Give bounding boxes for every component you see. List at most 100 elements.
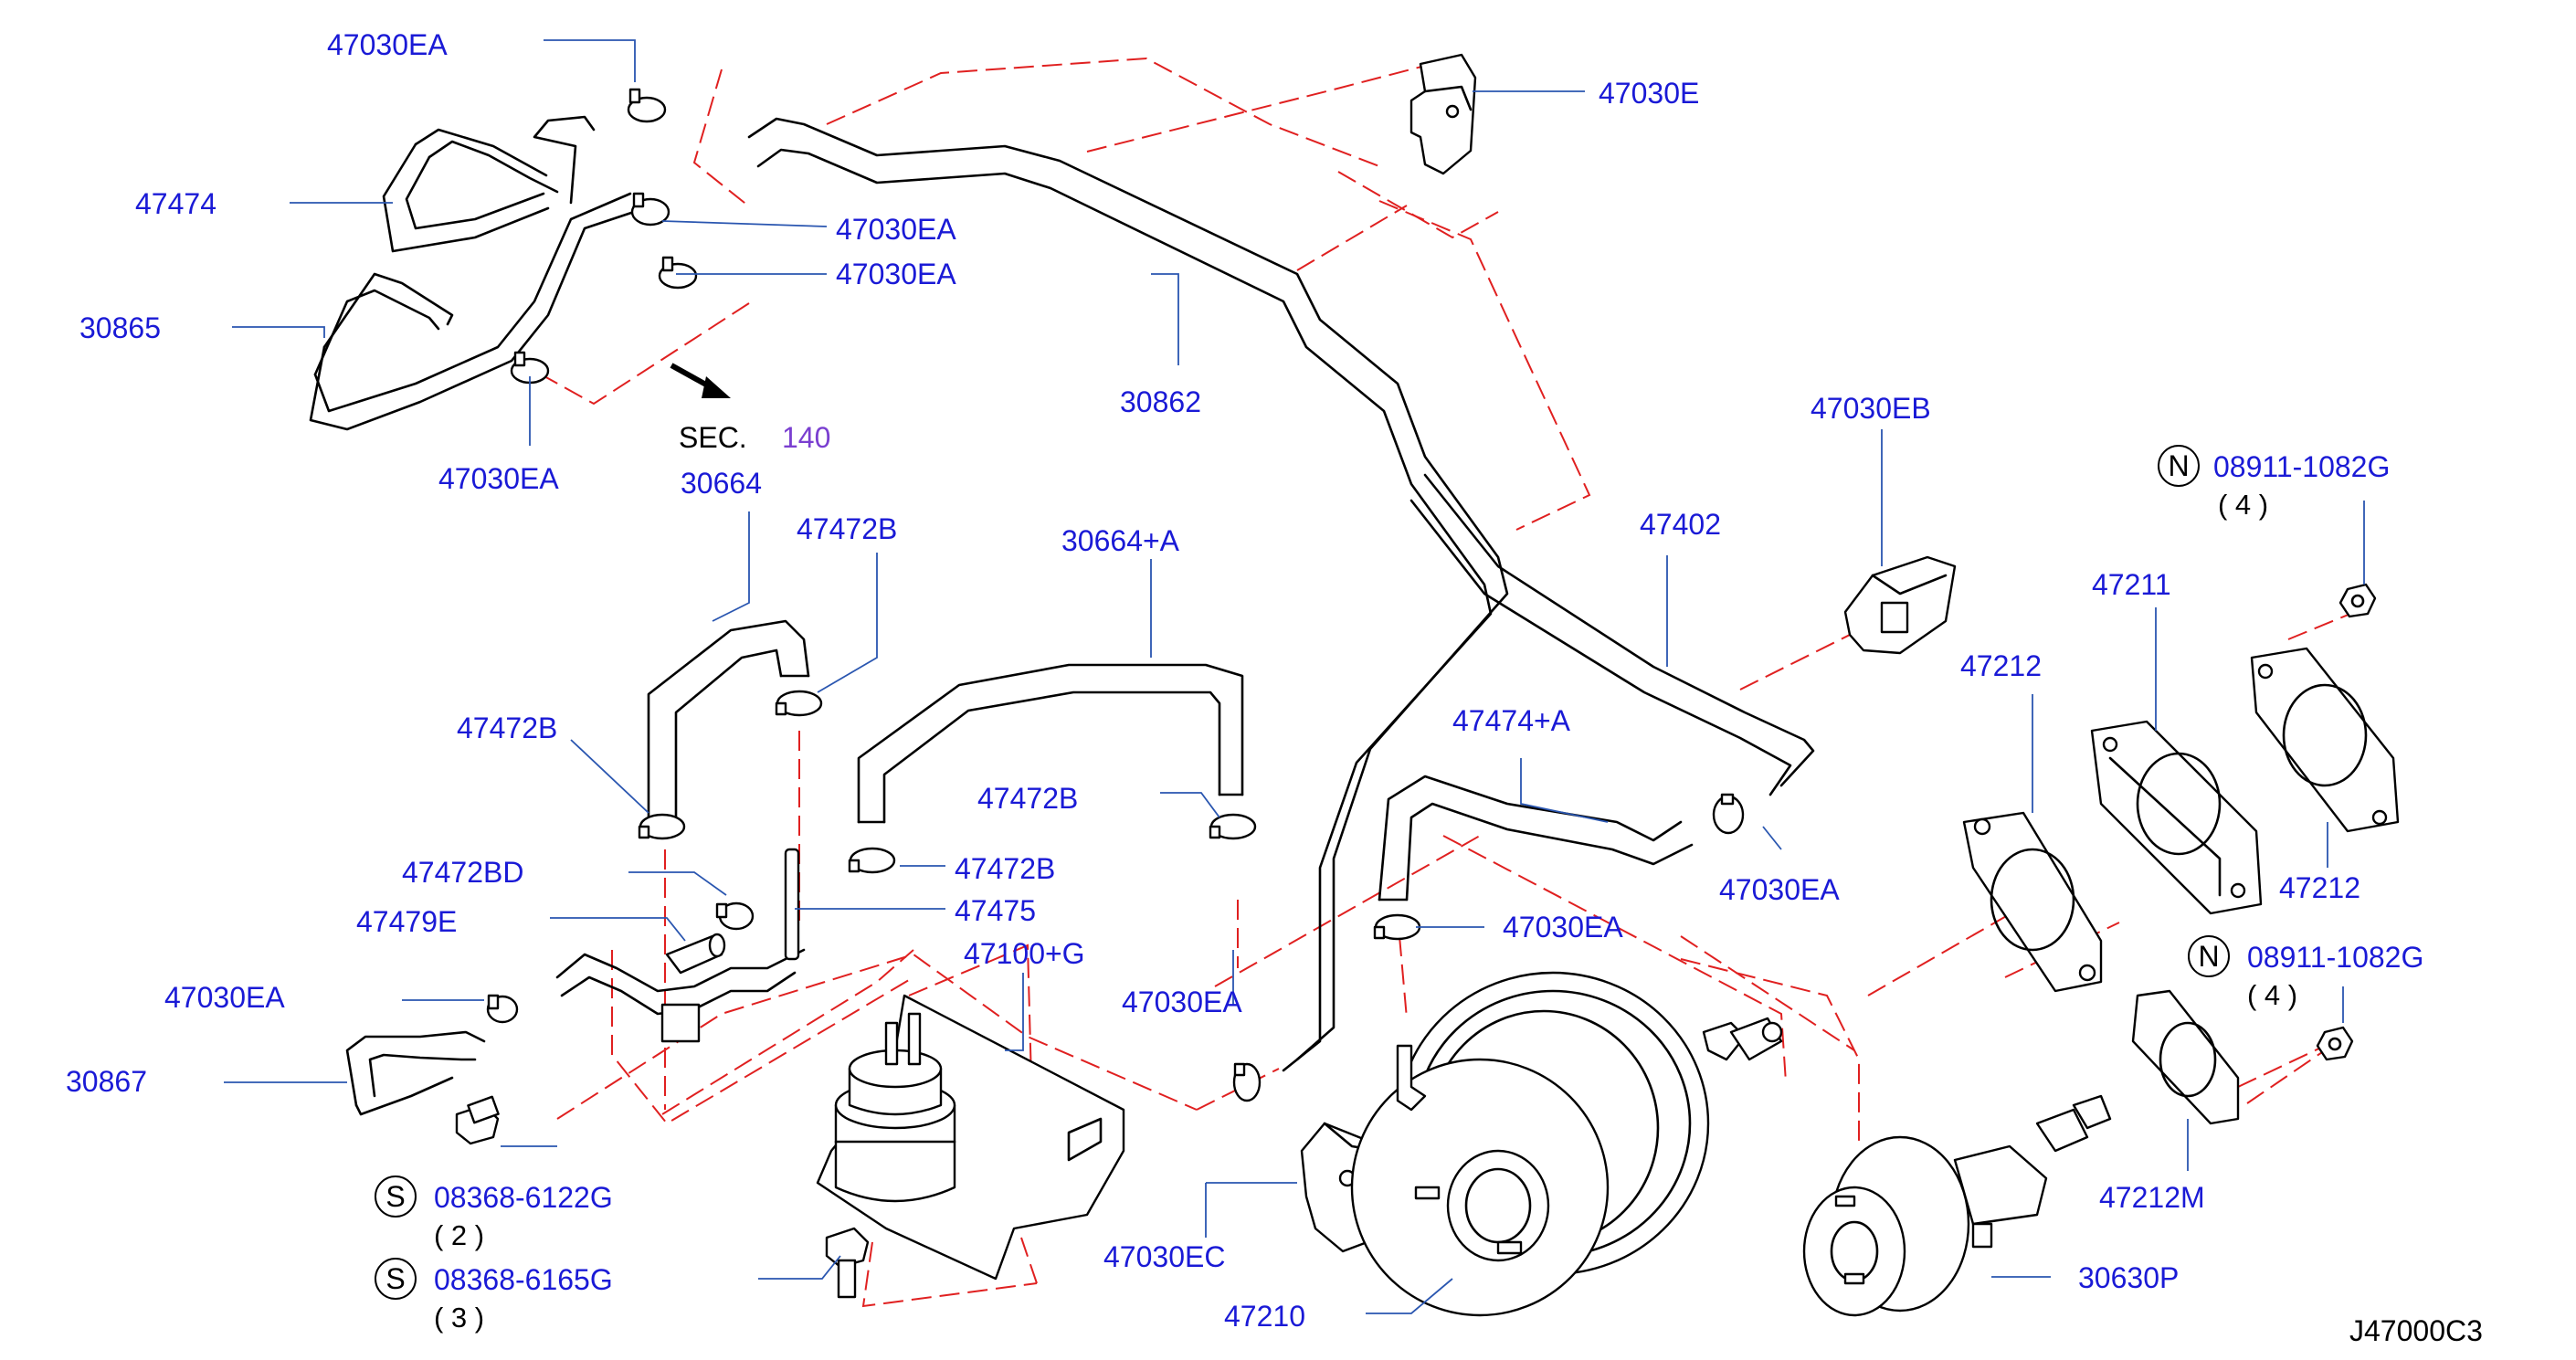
clamp-mid-2 bbox=[638, 813, 686, 840]
clamp-mid-6 bbox=[486, 994, 519, 1024]
clamp-mid-5 bbox=[715, 901, 755, 931]
clamp-mid-9 bbox=[1232, 1062, 1262, 1102]
clamp-top-3 bbox=[658, 256, 698, 290]
tube-47479e bbox=[665, 933, 726, 975]
nut-upper bbox=[2338, 583, 2377, 618]
fastener-part: 08911-1082G bbox=[2213, 450, 2390, 483]
label-30867: 30867 bbox=[66, 1065, 147, 1098]
label-47030ea-upper-1: 47030EA bbox=[836, 213, 956, 246]
bracket-47030eb bbox=[1843, 555, 1957, 655]
label-47475: 47475 bbox=[955, 894, 1036, 927]
fastener-part: 08911-1082G bbox=[2247, 941, 2423, 974]
section-prefix: SEC. bbox=[679, 421, 747, 454]
clamp-mid-4 bbox=[1209, 813, 1257, 840]
nut-lower bbox=[2316, 1026, 2354, 1061]
label-30664-a: 30664+A bbox=[1061, 524, 1180, 557]
label-47474-a: 47474+A bbox=[1452, 704, 1571, 737]
label-47472b-3: 47472B bbox=[977, 782, 1078, 815]
dashed-reference-lines bbox=[511, 57, 2367, 1308]
gasket-47212-right bbox=[2250, 647, 2400, 833]
main-vacuum-pipe bbox=[747, 117, 1509, 1072]
bracket-47030e bbox=[1409, 53, 1477, 175]
fastener-part: 08368-6165G bbox=[434, 1263, 613, 1296]
label-47212m: 47212M bbox=[2099, 1181, 2205, 1214]
fastener-s-2: S 08368-6165G ( 3 ) bbox=[375, 1258, 613, 1334]
s-circle-icon bbox=[375, 1176, 417, 1218]
label-47030ea-booster: 47030EA bbox=[1503, 911, 1623, 944]
leader-lines bbox=[224, 39, 2365, 1314]
part-labels: 47030EA 47474 30865 47030EA 47030EA 4703… bbox=[66, 28, 2360, 1333]
pipes-and-hoses bbox=[309, 115, 1815, 1116]
clamp-mid-1 bbox=[775, 690, 823, 717]
fastener-qty: ( 4 ) bbox=[2247, 979, 2297, 1011]
label-47030e: 47030E bbox=[1599, 77, 1699, 110]
label-47030ea-upper-2: 47030EA bbox=[836, 258, 956, 290]
fastener-symbol: N bbox=[2168, 449, 2189, 482]
label-47030ea-top: 47030EA bbox=[327, 28, 448, 61]
label-47474: 47474 bbox=[135, 187, 216, 220]
label-47402: 47402 bbox=[1640, 508, 1721, 541]
clamp-mid-7 bbox=[1373, 913, 1421, 941]
label-47479e: 47479E bbox=[356, 905, 457, 938]
fastener-symbol: S bbox=[385, 1262, 405, 1295]
pipe-47475 bbox=[555, 848, 806, 1043]
label-47030ea-right: 47030EA bbox=[1719, 873, 1840, 906]
hose-30664 bbox=[647, 619, 810, 824]
brake-booster-47210 bbox=[1350, 971, 1783, 1317]
label-30664: 30664 bbox=[681, 467, 762, 500]
gasket-47212m bbox=[2131, 989, 2240, 1125]
fastener-qty: ( 2 ) bbox=[434, 1219, 484, 1251]
fastener-n-2: N 08911-1082G ( 4 ) bbox=[2188, 935, 2423, 1011]
pipe-47402 bbox=[1409, 473, 1815, 796]
label-47210: 47210 bbox=[1224, 1300, 1305, 1333]
diagram-code: J47000C3 bbox=[2349, 1314, 2483, 1347]
hose-30664-a bbox=[857, 663, 1244, 824]
label-47030ec: 47030EC bbox=[1103, 1240, 1225, 1273]
gasket-47212-left bbox=[1962, 811, 2103, 993]
s-circle-icon bbox=[375, 1258, 417, 1300]
label-47472b-4: 47472B bbox=[955, 852, 1055, 885]
hose-47474 bbox=[382, 115, 596, 253]
section-reference: SEC. 140 bbox=[679, 421, 830, 454]
fastener-qty: ( 3 ) bbox=[434, 1302, 484, 1334]
canister-assembly bbox=[816, 994, 1125, 1281]
section-number: 140 bbox=[782, 421, 830, 454]
brake-booster-30630p bbox=[1802, 1094, 2112, 1317]
clamp-top-2 bbox=[630, 192, 670, 227]
label-47472b-1: 47472B bbox=[797, 512, 897, 545]
fastener-symbol: N bbox=[2198, 940, 2219, 973]
clamps bbox=[486, 88, 1745, 1102]
fastener-s-1: S 08368-6122G ( 2 ) bbox=[375, 1176, 613, 1251]
fastener-qty: ( 4 ) bbox=[2218, 489, 2268, 521]
clamp-mid-8 bbox=[1712, 793, 1745, 835]
fastener-part: 08368-6122G bbox=[434, 1181, 613, 1214]
n-circle-icon bbox=[2188, 935, 2230, 977]
hose-30867 bbox=[345, 1030, 486, 1116]
label-30865: 30865 bbox=[79, 311, 161, 344]
label-47212-left: 47212 bbox=[1960, 649, 2042, 682]
bolt-upper bbox=[455, 1095, 500, 1145]
label-30630p: 30630P bbox=[2078, 1261, 2179, 1294]
clamp-mid-3 bbox=[848, 847, 896, 874]
hose-30865 bbox=[309, 192, 641, 431]
hose-47474-a bbox=[1378, 775, 1694, 901]
label-30862: 30862 bbox=[1120, 385, 1201, 418]
label-47472bd: 47472BD bbox=[402, 856, 523, 889]
label-47030ea-mid: 47030EA bbox=[1122, 986, 1242, 1018]
label-47030ea-lower-left: 47030EA bbox=[164, 981, 285, 1014]
label-47100-g: 47100+G bbox=[964, 937, 1085, 970]
label-47212-right: 47212 bbox=[2279, 871, 2360, 904]
fastener-n-1: N 08911-1082G ( 4 ) bbox=[2158, 445, 2390, 521]
hardware bbox=[455, 583, 2377, 1299]
clamp-top-1 bbox=[627, 88, 667, 123]
label-47030eb: 47030EB bbox=[1811, 392, 1931, 425]
label-47030ea-left: 47030EA bbox=[438, 462, 559, 495]
section-arrow-icon bbox=[670, 363, 731, 398]
n-circle-icon bbox=[2158, 445, 2200, 487]
label-47472b-2: 47472B bbox=[457, 712, 557, 744]
label-47211: 47211 bbox=[2092, 568, 2171, 601]
bolt-lower bbox=[825, 1227, 870, 1299]
fastener-symbol: S bbox=[385, 1180, 405, 1213]
